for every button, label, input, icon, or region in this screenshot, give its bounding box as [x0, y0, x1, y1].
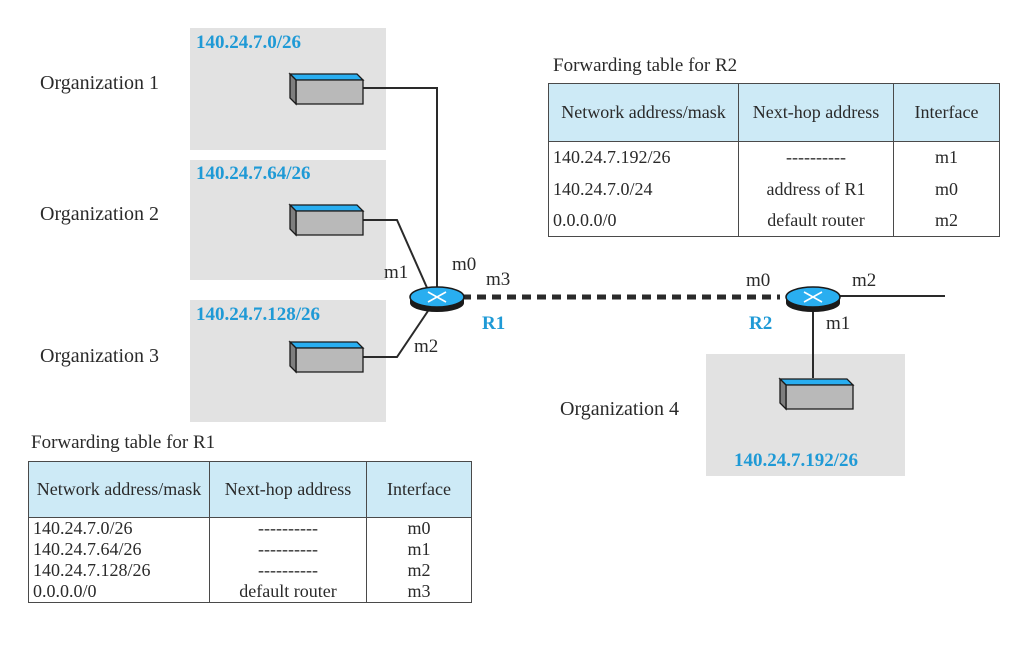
r1-cell: ----------: [209, 560, 367, 581]
r2-cell: 140.24.7.192/26: [548, 141, 739, 174]
r1-iface-m2: m2: [414, 336, 439, 357]
r1-header-network: Network address/mask: [28, 461, 210, 518]
table-row: 140.24.7.64/26 ---------- m1: [28, 539, 472, 560]
switch-icon-org2: [288, 203, 365, 237]
r2-iface-m1: m1: [826, 313, 851, 334]
r2-cell: m0: [893, 173, 1000, 205]
r1-cell: 140.24.7.128/26: [28, 560, 210, 581]
router-icon-r2: [785, 286, 841, 312]
r1-iface-m3: m3: [486, 269, 511, 290]
link-org2-r1: [360, 219, 429, 291]
table-row: 0.0.0.0/0 default router m2: [548, 204, 1000, 237]
r2-cell: address of R1: [738, 173, 894, 205]
r2-cell: ----------: [738, 141, 894, 174]
link-org1-r1: [360, 87, 438, 289]
table-row: 0.0.0.0/0 default router m3: [28, 581, 472, 603]
org4-network: 140.24.7.192/26: [734, 450, 859, 471]
org3-network: 140.24.7.128/26: [196, 304, 321, 325]
r1-header-nexthop: Next-hop address: [209, 461, 367, 518]
org1-network: 140.24.7.0/26: [196, 32, 302, 53]
r1-iface-m1: m1: [384, 262, 409, 283]
r1-cell: default router: [209, 581, 367, 603]
org2-network: 140.24.7.64/26: [196, 163, 311, 184]
link-org3-r1: [360, 307, 431, 358]
r1-cell: 0.0.0.0/0: [28, 581, 210, 603]
r2-header-nexthop: Next-hop address: [738, 83, 894, 142]
r1-forwarding-table: Network address/mask Next-hop address In…: [28, 461, 472, 603]
r1-cell: ----------: [209, 517, 367, 539]
r2-cell: 0.0.0.0/0: [548, 204, 739, 237]
r1-iface-m0: m0: [452, 254, 477, 275]
r2-iface-m0: m0: [746, 270, 771, 291]
r1-cell: ----------: [209, 539, 367, 560]
r2-table-caption: Forwarding table for R2: [553, 55, 738, 76]
router-icon-r1: [409, 286, 465, 312]
r1-cell: 140.24.7.0/26: [28, 517, 210, 539]
r2-header-network: Network address/mask: [548, 83, 739, 142]
switch-icon-org1: [288, 72, 365, 106]
r2-cell: m1: [893, 141, 1000, 174]
r1-cell: m3: [366, 581, 472, 603]
switch-icon-org3: [288, 340, 365, 374]
r2-header-interface: Interface: [893, 83, 1000, 142]
org2-label: Organization 2: [40, 203, 160, 225]
r1-cell: m0: [366, 517, 472, 539]
org4-box: [706, 354, 905, 476]
switch-icon-org4: [778, 377, 855, 411]
r1-label: R1: [482, 313, 506, 334]
org4-label: Organization 4: [560, 398, 680, 420]
r2-cell: 140.24.7.0/24: [548, 173, 739, 205]
table-row: 140.24.7.0/26 ---------- m0: [28, 517, 472, 539]
r1-cell: m1: [366, 539, 472, 560]
r1-table-caption: Forwarding table for R1: [31, 432, 216, 453]
r1-cell: m2: [366, 560, 472, 581]
r1-cell: 140.24.7.64/26: [28, 539, 210, 560]
table-row: 140.24.7.192/26 ---------- m1: [548, 141, 1000, 174]
r2-forwarding-table: Network address/mask Next-hop address In…: [548, 83, 1000, 237]
org1-label: Organization 1: [40, 72, 160, 94]
org3-label: Organization 3: [40, 345, 160, 367]
r1-header-interface: Interface: [366, 461, 472, 518]
table-row: 140.24.7.0/24 address of R1 m0: [548, 173, 1000, 205]
table-row: 140.24.7.128/26 ---------- m2: [28, 560, 472, 581]
r2-iface-m2: m2: [852, 270, 877, 291]
r2-label: R2: [749, 313, 773, 334]
r2-cell: default router: [738, 204, 894, 237]
r2-cell: m2: [893, 204, 1000, 237]
